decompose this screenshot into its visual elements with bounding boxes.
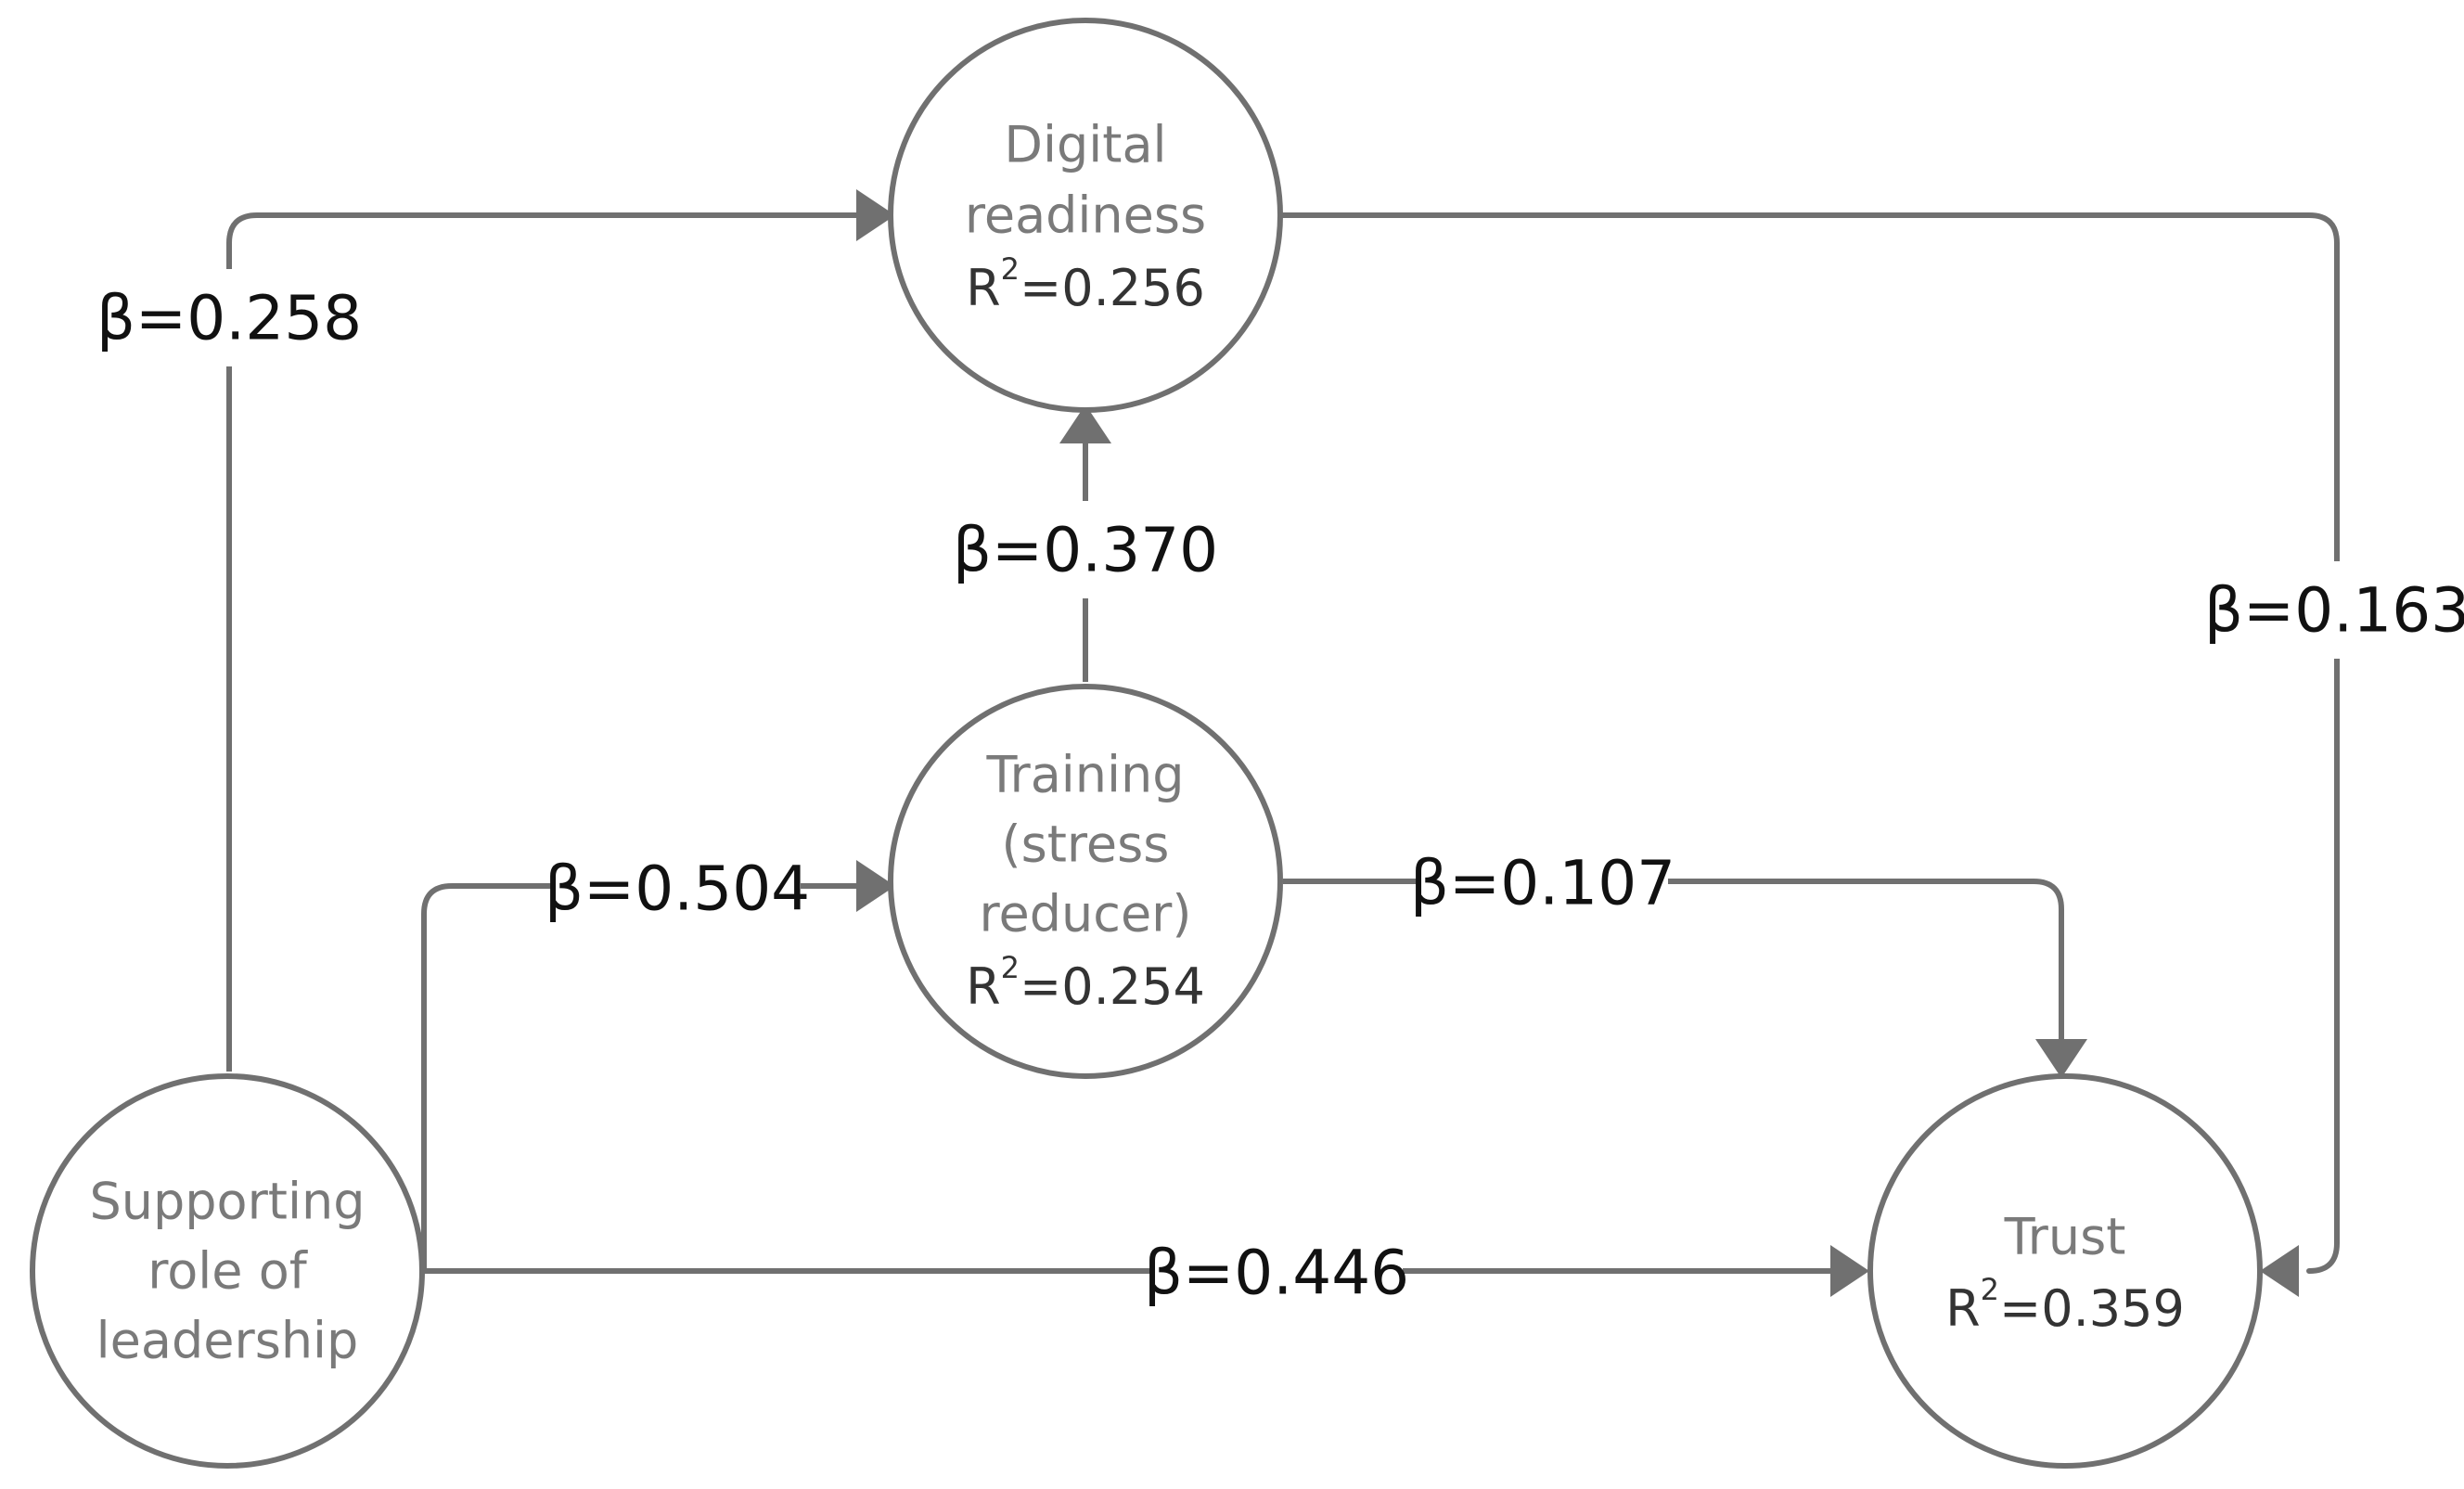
node-label: Supporting [90, 1173, 366, 1231]
arrowhead-icon [2035, 1039, 2087, 1078]
arrowhead-icon [1830, 1245, 1869, 1297]
node-label: Training [985, 746, 1184, 804]
node-label: Trust [2004, 1208, 2126, 1266]
beta-label-leadership-trust: β=0.446 [1144, 1226, 1409, 1317]
node-supporting-role-of-leadership: Supporting role of leadership [30, 1073, 425, 1469]
edge-training-to-trust [1283, 879, 2064, 1039]
r-squared-value: R2=0.254 [966, 950, 1205, 1016]
r-squared-value: R2=0.256 [966, 251, 1205, 317]
beta-label-leadership-training: β=0.504 [545, 842, 810, 933]
node-training: Training (stress reducer) R2=0.254 [888, 684, 1283, 1079]
arrowhead-icon [1059, 404, 1111, 443]
arrowhead-icon [856, 860, 895, 912]
node-trust: Trust R2=0.359 [1867, 1073, 2263, 1469]
edge-leadership-to-training [421, 883, 858, 1273]
arrowhead-icon [2260, 1245, 2299, 1297]
node-label: Digital [1004, 116, 1166, 174]
beta-value: β=0.163 [2204, 575, 2464, 647]
edge-digital-readiness-to-trust [1277, 212, 2340, 1274]
arrowhead-icon [856, 189, 895, 241]
node-label: readiness [965, 186, 1206, 245]
edge-leadership-to-digital-readiness [226, 212, 858, 1072]
beta-label-training-digital: β=0.370 [953, 501, 1218, 598]
node-digital-readiness: Digital readiness R2=0.256 [888, 18, 1283, 413]
r-squared-value: R2=0.359 [1945, 1272, 2185, 1338]
beta-value: β=0.446 [1144, 1238, 1409, 1309]
beta-value: β=0.258 [96, 283, 362, 354]
node-label: leadership [96, 1312, 359, 1370]
beta-label-digital-trust: β=0.163 [2204, 561, 2464, 659]
beta-label-leadership-digital: β=0.258 [96, 269, 362, 366]
node-label: role of [148, 1242, 308, 1301]
beta-value: β=0.107 [1410, 848, 1675, 919]
node-label: reducer) [980, 885, 1192, 943]
beta-label-training-trust: β=0.107 [1410, 838, 1675, 929]
beta-value: β=0.504 [545, 854, 810, 925]
node-label: (stress [1002, 815, 1170, 874]
beta-value: β=0.370 [953, 515, 1218, 586]
